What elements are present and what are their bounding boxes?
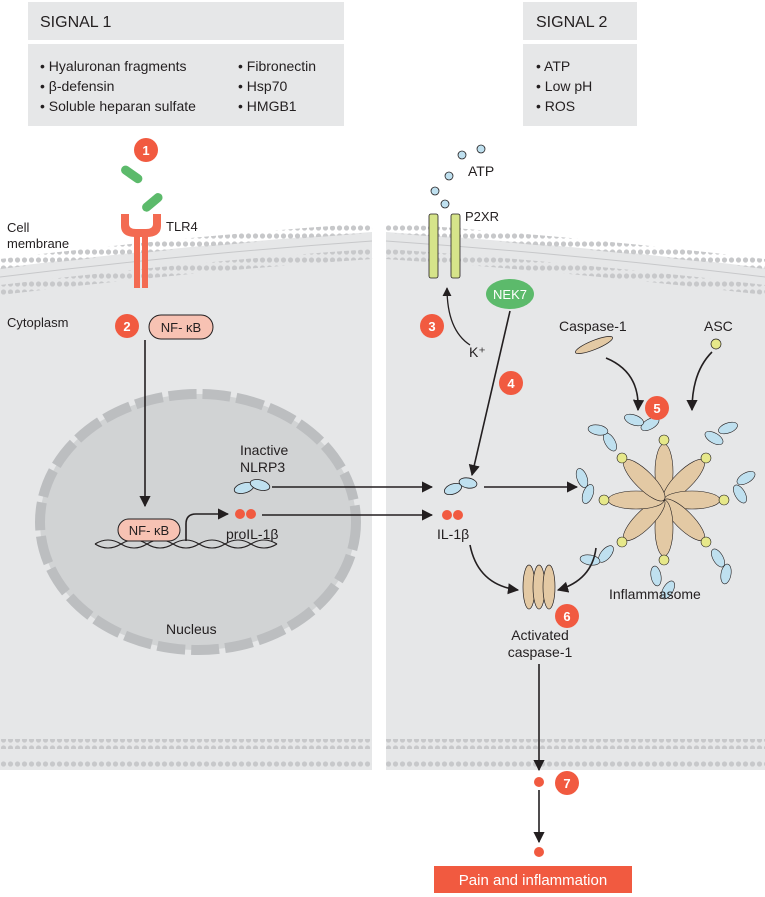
ligand-fragments — [121, 165, 163, 212]
signal2-item: • ROS — [536, 98, 575, 114]
nucleus-label: Nucleus — [166, 621, 217, 637]
atp-label: ATP — [468, 163, 494, 179]
tlr4-label: TLR4 — [166, 219, 198, 234]
svg-text:7: 7 — [563, 776, 570, 791]
arrow-caspase1-to-inflammasome — [605, 357, 645, 412]
il1b-released — [534, 777, 544, 787]
inflammasome-complex — [575, 413, 756, 600]
proil1b-molecule — [235, 509, 256, 519]
signal1-panel: SIGNAL 1 • Hyaluronan fragments • β-defe… — [28, 2, 344, 126]
nek7-label: NEK7 — [493, 287, 527, 302]
nek7-protein — [486, 279, 534, 309]
proil1b-label: proIL-1β — [226, 526, 278, 542]
signal1-item: • Hsp70 — [238, 78, 287, 94]
step-badge-4: 4 — [499, 371, 523, 395]
nlrp3-molecule — [233, 479, 271, 494]
inactive-nlrp3-label: Inactive — [240, 442, 288, 458]
signal1-item: • β-defensin — [40, 78, 114, 94]
activated-caspase1 — [522, 564, 556, 610]
nfkb-nucleus-label: NF- κB — [129, 523, 169, 538]
arrow-inflammasome-to-caspase — [556, 547, 597, 593]
output-label: Pain and inflammation — [459, 872, 607, 889]
step-badge-5: 5 — [645, 396, 669, 420]
p2xr-channel — [428, 213, 461, 279]
il1b-secreted — [534, 847, 544, 857]
nfkb-cytoplasm-label: NF- κB — [161, 320, 201, 335]
svg-text:1: 1 — [142, 143, 149, 158]
atp-molecules — [430, 144, 486, 209]
right-cell — [385, 223, 765, 897]
signal1-title: SIGNAL 1 — [40, 14, 112, 31]
inactive-nlrp3-label: NLRP3 — [240, 459, 285, 475]
activated-caspase1-label: caspase-1 — [508, 644, 573, 660]
cell-membrane-label: Cell — [7, 220, 30, 235]
svg-text:3: 3 — [428, 319, 435, 334]
il1b-molecule — [442, 510, 463, 520]
signal2-item: • Low pH — [536, 78, 592, 94]
tlr4-receptor — [121, 214, 161, 288]
signal1-item: • HMGB1 — [238, 98, 297, 114]
p2xr-label: P2XR — [465, 209, 499, 224]
step-badge-7: 7 — [555, 771, 579, 795]
cell-membrane-label: membrane — [7, 236, 69, 251]
signal2-item: • ATP — [536, 58, 570, 74]
arrow-transcription — [185, 508, 230, 541]
asc-molecule — [710, 338, 722, 350]
svg-text:5: 5 — [653, 401, 660, 416]
caspase1-label: Caspase-1 — [559, 318, 627, 334]
k-plus-label: K⁺ — [469, 344, 486, 360]
asc-label: ASC — [704, 318, 733, 334]
signal1-item: • Hyaluronan fragments — [40, 58, 187, 74]
arrow-k-efflux — [442, 287, 471, 346]
svg-text:2: 2 — [123, 319, 130, 334]
step-badge-3: 3 — [420, 314, 444, 338]
arrow-asc-to-inflammasome — [686, 351, 713, 412]
nfkb-nucleus — [117, 518, 181, 542]
output-box — [434, 866, 632, 893]
activated-caspase1-label: Activated — [511, 627, 569, 643]
cytoplasm-label: Cytoplasm — [7, 315, 68, 330]
il1b-label: IL-1β — [437, 526, 469, 542]
arrow-il1b-to-caspase — [469, 544, 520, 595]
arrow-nek7-to-nlrp3 — [468, 310, 511, 477]
nlrp3-cytoplasm — [443, 477, 478, 496]
signal1-item: • Fibronectin — [238, 58, 316, 74]
caspase1-molecule — [575, 336, 613, 354]
svg-text:4: 4 — [507, 376, 515, 391]
step-badge-6: 6 — [555, 604, 579, 628]
nucleus — [35, 389, 361, 655]
svg-text:6: 6 — [563, 609, 570, 624]
signal2-title: SIGNAL 2 — [536, 14, 608, 31]
signal2-panel: SIGNAL 2 • ATP • Low pH • ROS — [523, 2, 637, 126]
step-badge-2: 2 — [115, 314, 139, 338]
signal1-item: • Soluble heparan sulfate — [40, 98, 196, 114]
nfkb-cytoplasm — [148, 314, 214, 340]
step-badge-1: 1 — [134, 138, 158, 162]
inflammasome-label: Inflammasome — [609, 586, 701, 602]
